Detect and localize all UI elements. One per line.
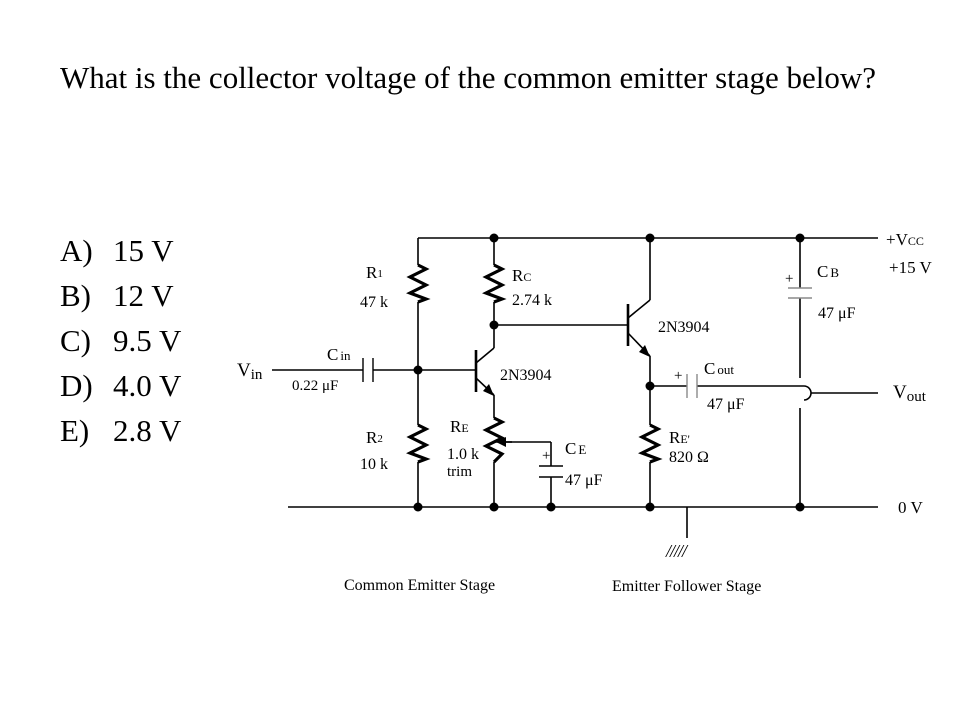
cb-value: 47 μF [818, 305, 856, 322]
option-letter: A) [60, 233, 93, 268]
junction-dot [645, 502, 655, 512]
transistor-q1 [474, 347, 495, 396]
junction-dot [645, 381, 655, 391]
option-letter: D) [60, 368, 93, 403]
junction-dots [413, 233, 805, 512]
answer-options: A) 15 V B) 12 V C) 9.5 V D) 4.0 V E) 2.8 V [60, 228, 181, 453]
rc-label: RC [512, 266, 531, 285]
question-text: What is the collector voltage of the com… [60, 60, 877, 95]
re-value: 1.0 k [447, 446, 479, 463]
resistor-r1 [406, 263, 431, 304]
r2-label: R2 [366, 428, 383, 447]
cin-value: 0.22 μF [292, 378, 338, 394]
option-text: 9.5 V [113, 323, 182, 358]
junction-dot [489, 233, 499, 243]
junction-dot [645, 233, 655, 243]
vcc-value: +15 V [889, 258, 933, 277]
option-text: 2.8 V [113, 413, 182, 448]
capacitor-cb [788, 287, 812, 299]
vin-label: Vin [237, 360, 263, 383]
r2-value: 10 k [360, 456, 388, 473]
junction-dot [546, 502, 556, 512]
cb-plus: + [785, 271, 793, 287]
r1-label: R1 [366, 263, 383, 282]
cout-plus: + [674, 368, 682, 384]
option-b[interactable]: B) 12 V [60, 273, 181, 318]
capacitor-ce [539, 465, 563, 478]
ce-value: 47 μF [565, 472, 603, 489]
cout-value: 47 μF [707, 396, 745, 413]
option-text: 12 V [113, 278, 174, 313]
capacitor-cin [362, 358, 374, 382]
option-e[interactable]: E) 2.8 V [60, 408, 181, 453]
option-text: 15 V [113, 233, 174, 268]
resistor-ref [638, 423, 663, 464]
junction-dot [413, 502, 423, 512]
re-label: RE [450, 417, 469, 436]
q2-label: 2N3904 [658, 319, 710, 336]
ground-rail-label: 0 V [898, 498, 923, 517]
vout-label: Vout [893, 382, 927, 405]
option-c[interactable]: C) 9.5 V [60, 318, 181, 363]
resistor-r2 [406, 423, 431, 464]
option-letter: E) [60, 413, 90, 448]
option-text: 4.0 V [113, 368, 182, 403]
junction-dot [413, 365, 423, 375]
q1-label: 2N3904 [500, 367, 552, 384]
vcc-label: +VCC [886, 230, 924, 249]
re-trim-note: trim [447, 464, 472, 480]
ref-label: RE' [669, 428, 690, 447]
capacitor-cout [686, 374, 698, 398]
transistor-q2 [626, 299, 651, 357]
junction-dot [795, 502, 805, 512]
option-a[interactable]: A) 15 V [60, 228, 181, 273]
ce-plus: + [542, 448, 550, 464]
caption-emitter-follower: Emitter Follower Stage [612, 578, 761, 595]
option-letter: C) [60, 323, 91, 358]
ground-hatch-symbol: ///// [665, 541, 689, 561]
option-letter: B) [60, 278, 91, 313]
potentiometer-re [482, 416, 512, 464]
rc-value: 2.74 k [512, 292, 552, 309]
junction-dot [795, 233, 805, 243]
option-d[interactable]: D) 4.0 V [60, 363, 181, 408]
r1-value: 47 k [360, 294, 388, 311]
ref-value: 820 Ω [669, 449, 709, 466]
caption-common-emitter: Common Emitter Stage [344, 577, 495, 594]
junction-dot [489, 320, 499, 330]
junction-dot [489, 502, 499, 512]
resistor-rc [482, 263, 507, 304]
